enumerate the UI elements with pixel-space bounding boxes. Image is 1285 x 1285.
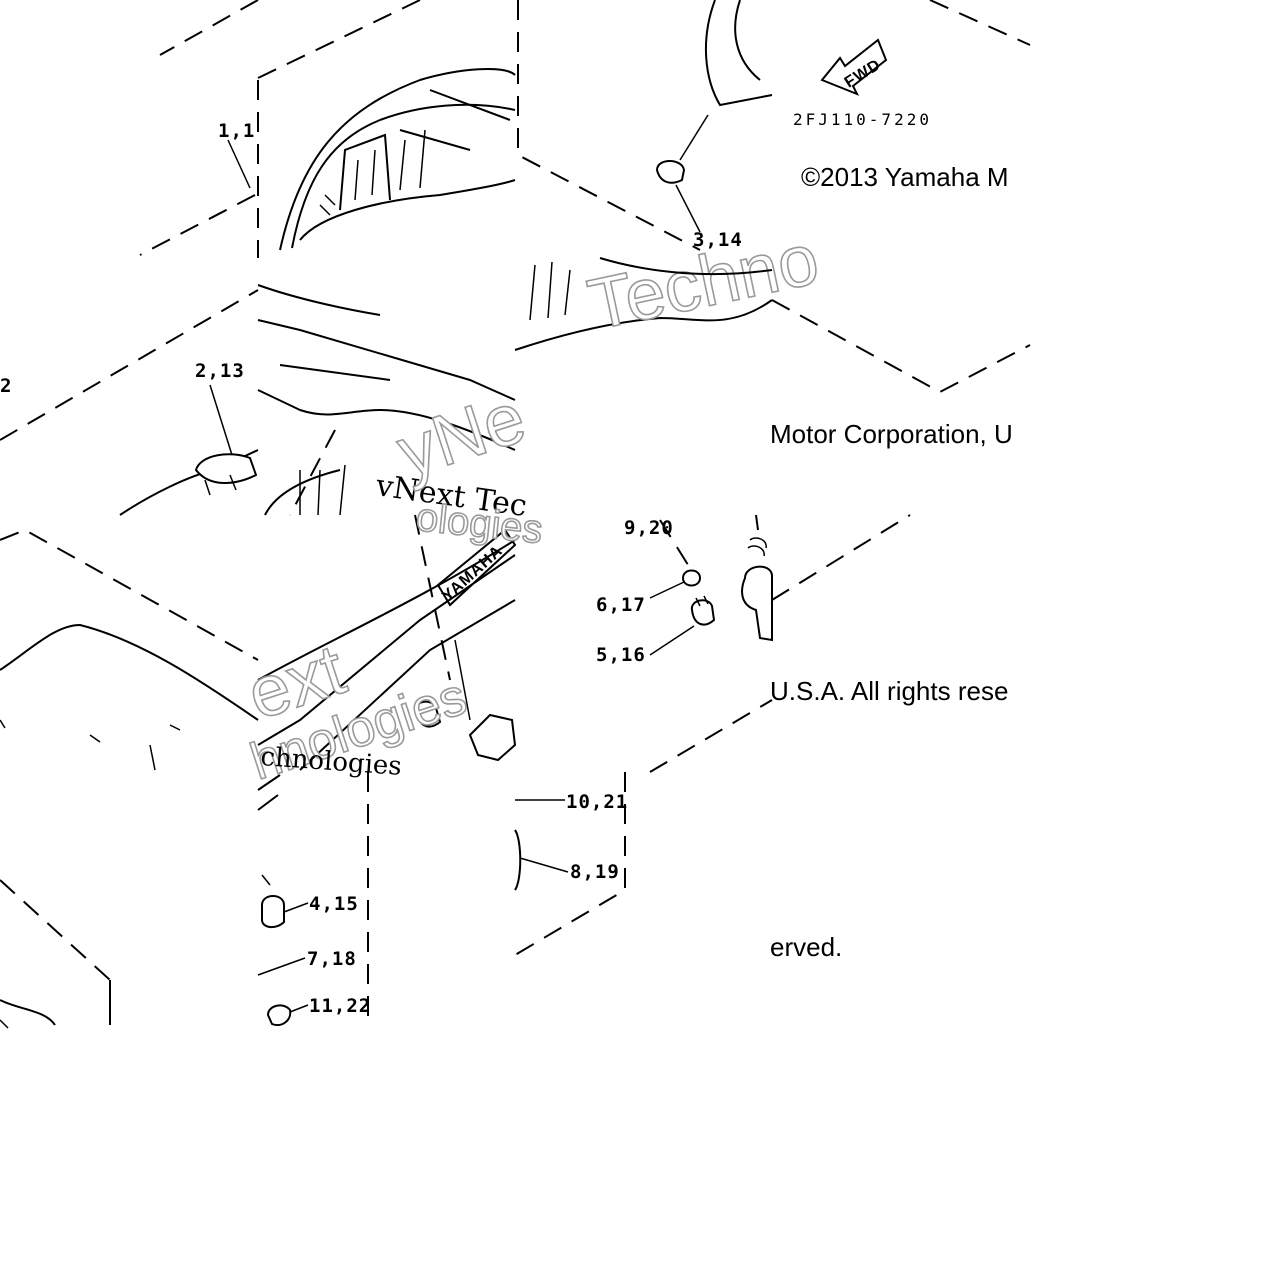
tile-row2-right: Techno (514, 218, 826, 351)
callout-4-15: 4,15 (309, 893, 359, 915)
tile-row4-far-right: erved. (770, 932, 842, 962)
copyright-line-2: Motor Corporation, U (770, 419, 1013, 449)
tile-row3-far-right: U.S.A. All rights rese (649, 514, 1008, 773)
tile-top-middle (257, 0, 516, 258)
callout-3-14: 3,14 (693, 229, 743, 251)
tile-row4-right: 10,21 8,19 (514, 772, 628, 956)
copyright-line-3: U.S.A. All rights rese (770, 676, 1008, 706)
tile-row3-left (0, 528, 259, 771)
copyright-line-1: ©2013 Yamaha M (801, 162, 1009, 192)
part-code: 2FJ110-7220 (793, 110, 932, 129)
callout-1-1: 1,1 (218, 120, 255, 142)
callout-2-13: 2,13 (195, 360, 245, 382)
tile-row3-right: 9,20 6,17 5,16 (596, 514, 773, 666)
callout-5-16: 5,16 (596, 644, 646, 666)
tile-row2-far-right: Motor Corporation, U (770, 299, 1031, 449)
callout-10-21: 10,21 (566, 791, 628, 813)
svg-text:YAMAHA: YAMAHA (439, 542, 506, 605)
callout-2: 2 (0, 375, 12, 397)
watermark-yne: yNe (388, 378, 535, 494)
callout-8-19: 8,19 (570, 861, 620, 883)
tile-top-right: 3,14 (517, 0, 773, 251)
callout-9-20: 9,20 (624, 517, 674, 539)
tile-row4-middle: 4,15 7,18 11,22 (257, 772, 371, 1026)
callout-6-17: 6,17 (596, 594, 646, 616)
callout-7-18: 7,18 (307, 948, 357, 970)
copyright-line-4: erved. (770, 932, 842, 962)
tile-top-left: 1,1 (139, 0, 259, 256)
tile-top-far-right: FWD 2FJ110-7220 ©2013 Yamaha M (793, 0, 1031, 192)
fwd-label: FWD (842, 56, 884, 91)
fwd-arrow-icon (820, 38, 888, 96)
tile-row4-left (0, 879, 111, 1029)
tile-row2-middle: vNext Tec yNe (257, 284, 536, 524)
tile-row2-left: 2 2,13 (0, 289, 259, 516)
callout-11-22: 11,22 (309, 995, 371, 1017)
tile-row3-middle: YAMAHA ext hnologies chnologies ologies (237, 494, 545, 792)
